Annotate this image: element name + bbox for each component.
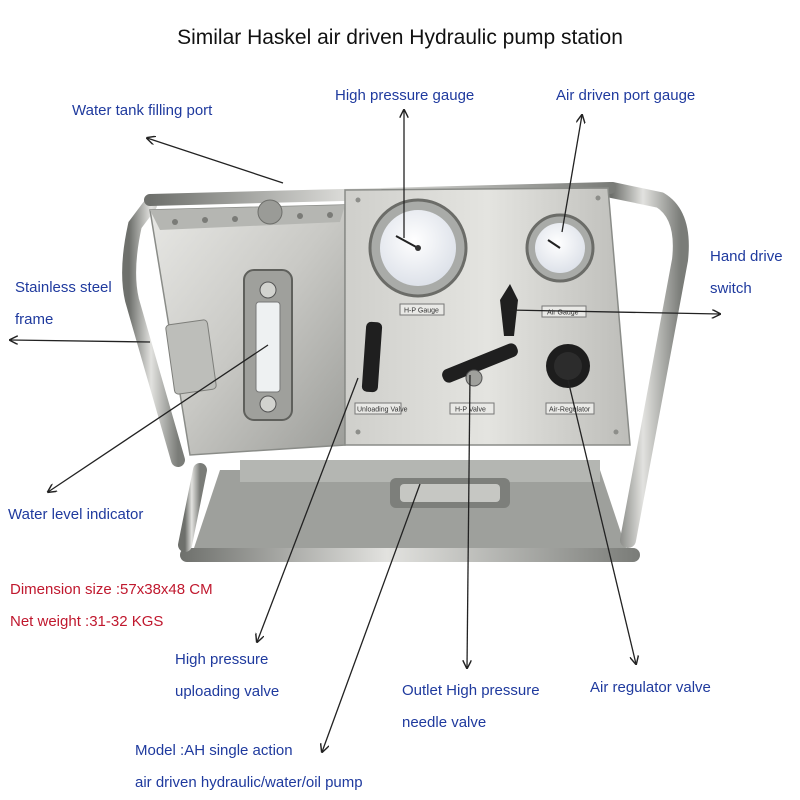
label-air-regulator-valve: Air regulator valve xyxy=(590,679,711,696)
pump-cylinder xyxy=(390,478,510,508)
panel-tag-air-gauge: Air Gauge xyxy=(547,310,579,317)
panel-tag-unloading-valve: Unloading Valve xyxy=(357,407,408,414)
label-outlet-needle-valve-line2: needle valve xyxy=(402,714,487,731)
arrow-stainless-frame xyxy=(10,340,151,342)
spec-dimension: Dimension size :57x38x48 CM xyxy=(10,581,213,598)
label-air-driven-port-gauge: Air driven port gauge xyxy=(556,87,696,104)
arrow-water-level-indicator xyxy=(48,344,269,492)
base-frame xyxy=(180,460,640,562)
label-outlet-needle-valve-line1: Outlet High pressure xyxy=(402,682,540,699)
unloading-valve-lever xyxy=(361,321,383,393)
hp-valve-lever xyxy=(442,343,518,383)
left-frame-leg xyxy=(178,463,207,552)
label-hp-uploading-valve-line2: uploading valve xyxy=(175,683,280,700)
label-hand-drive-switch-line1: Hand drive xyxy=(710,248,783,265)
arrow-air-driven-port-gauge xyxy=(561,115,582,233)
label-stainless-frame-line2: frame xyxy=(15,311,54,328)
label-hp-uploading-valve-line1: High pressure xyxy=(175,651,269,668)
label-high-pressure-gauge: High pressure gauge xyxy=(335,87,475,104)
spec-net-weight: Net weight :31-32 KGS xyxy=(10,613,164,630)
label-stainless-frame-line1: Stainless steel xyxy=(15,279,112,296)
callout-arrows xyxy=(10,110,720,752)
label-hand-drive-switch-line2: switch xyxy=(710,280,752,297)
right-frame-tube xyxy=(604,182,689,548)
label-model-line2: air driven hydraulic/water/oil pump xyxy=(135,774,363,791)
control-panel: H-P Gauge Air Gauge Unloading Valve H-P … xyxy=(344,187,631,446)
panel-tag-hp-gauge: H-P Gauge xyxy=(404,308,439,315)
left-frame-tube xyxy=(122,198,185,467)
water-tank xyxy=(149,199,346,456)
label-model-line1: Model :AH single action xyxy=(135,742,293,759)
arrow-outlet-needle-valve xyxy=(467,374,470,668)
filling-port-cap xyxy=(257,199,283,225)
arrow-model-pump xyxy=(322,483,421,752)
label-water-level-indicator: Water level indicator xyxy=(8,506,144,523)
label-water-tank-filling-port: Water tank filling port xyxy=(72,102,213,119)
panel-tag-air-regulator: Air-Regulator xyxy=(549,407,591,414)
arrow-hp-uploading-valve xyxy=(257,377,359,642)
page-title: Similar Haskel air driven Hydraulic pump… xyxy=(177,26,623,49)
arrow-water-tank-filling-port xyxy=(147,138,284,184)
arrow-air-regulator-valve xyxy=(567,379,636,664)
arrow-hand-drive-switch xyxy=(507,310,720,314)
panel-tag-hp-valve: H-P Valve xyxy=(455,407,486,414)
